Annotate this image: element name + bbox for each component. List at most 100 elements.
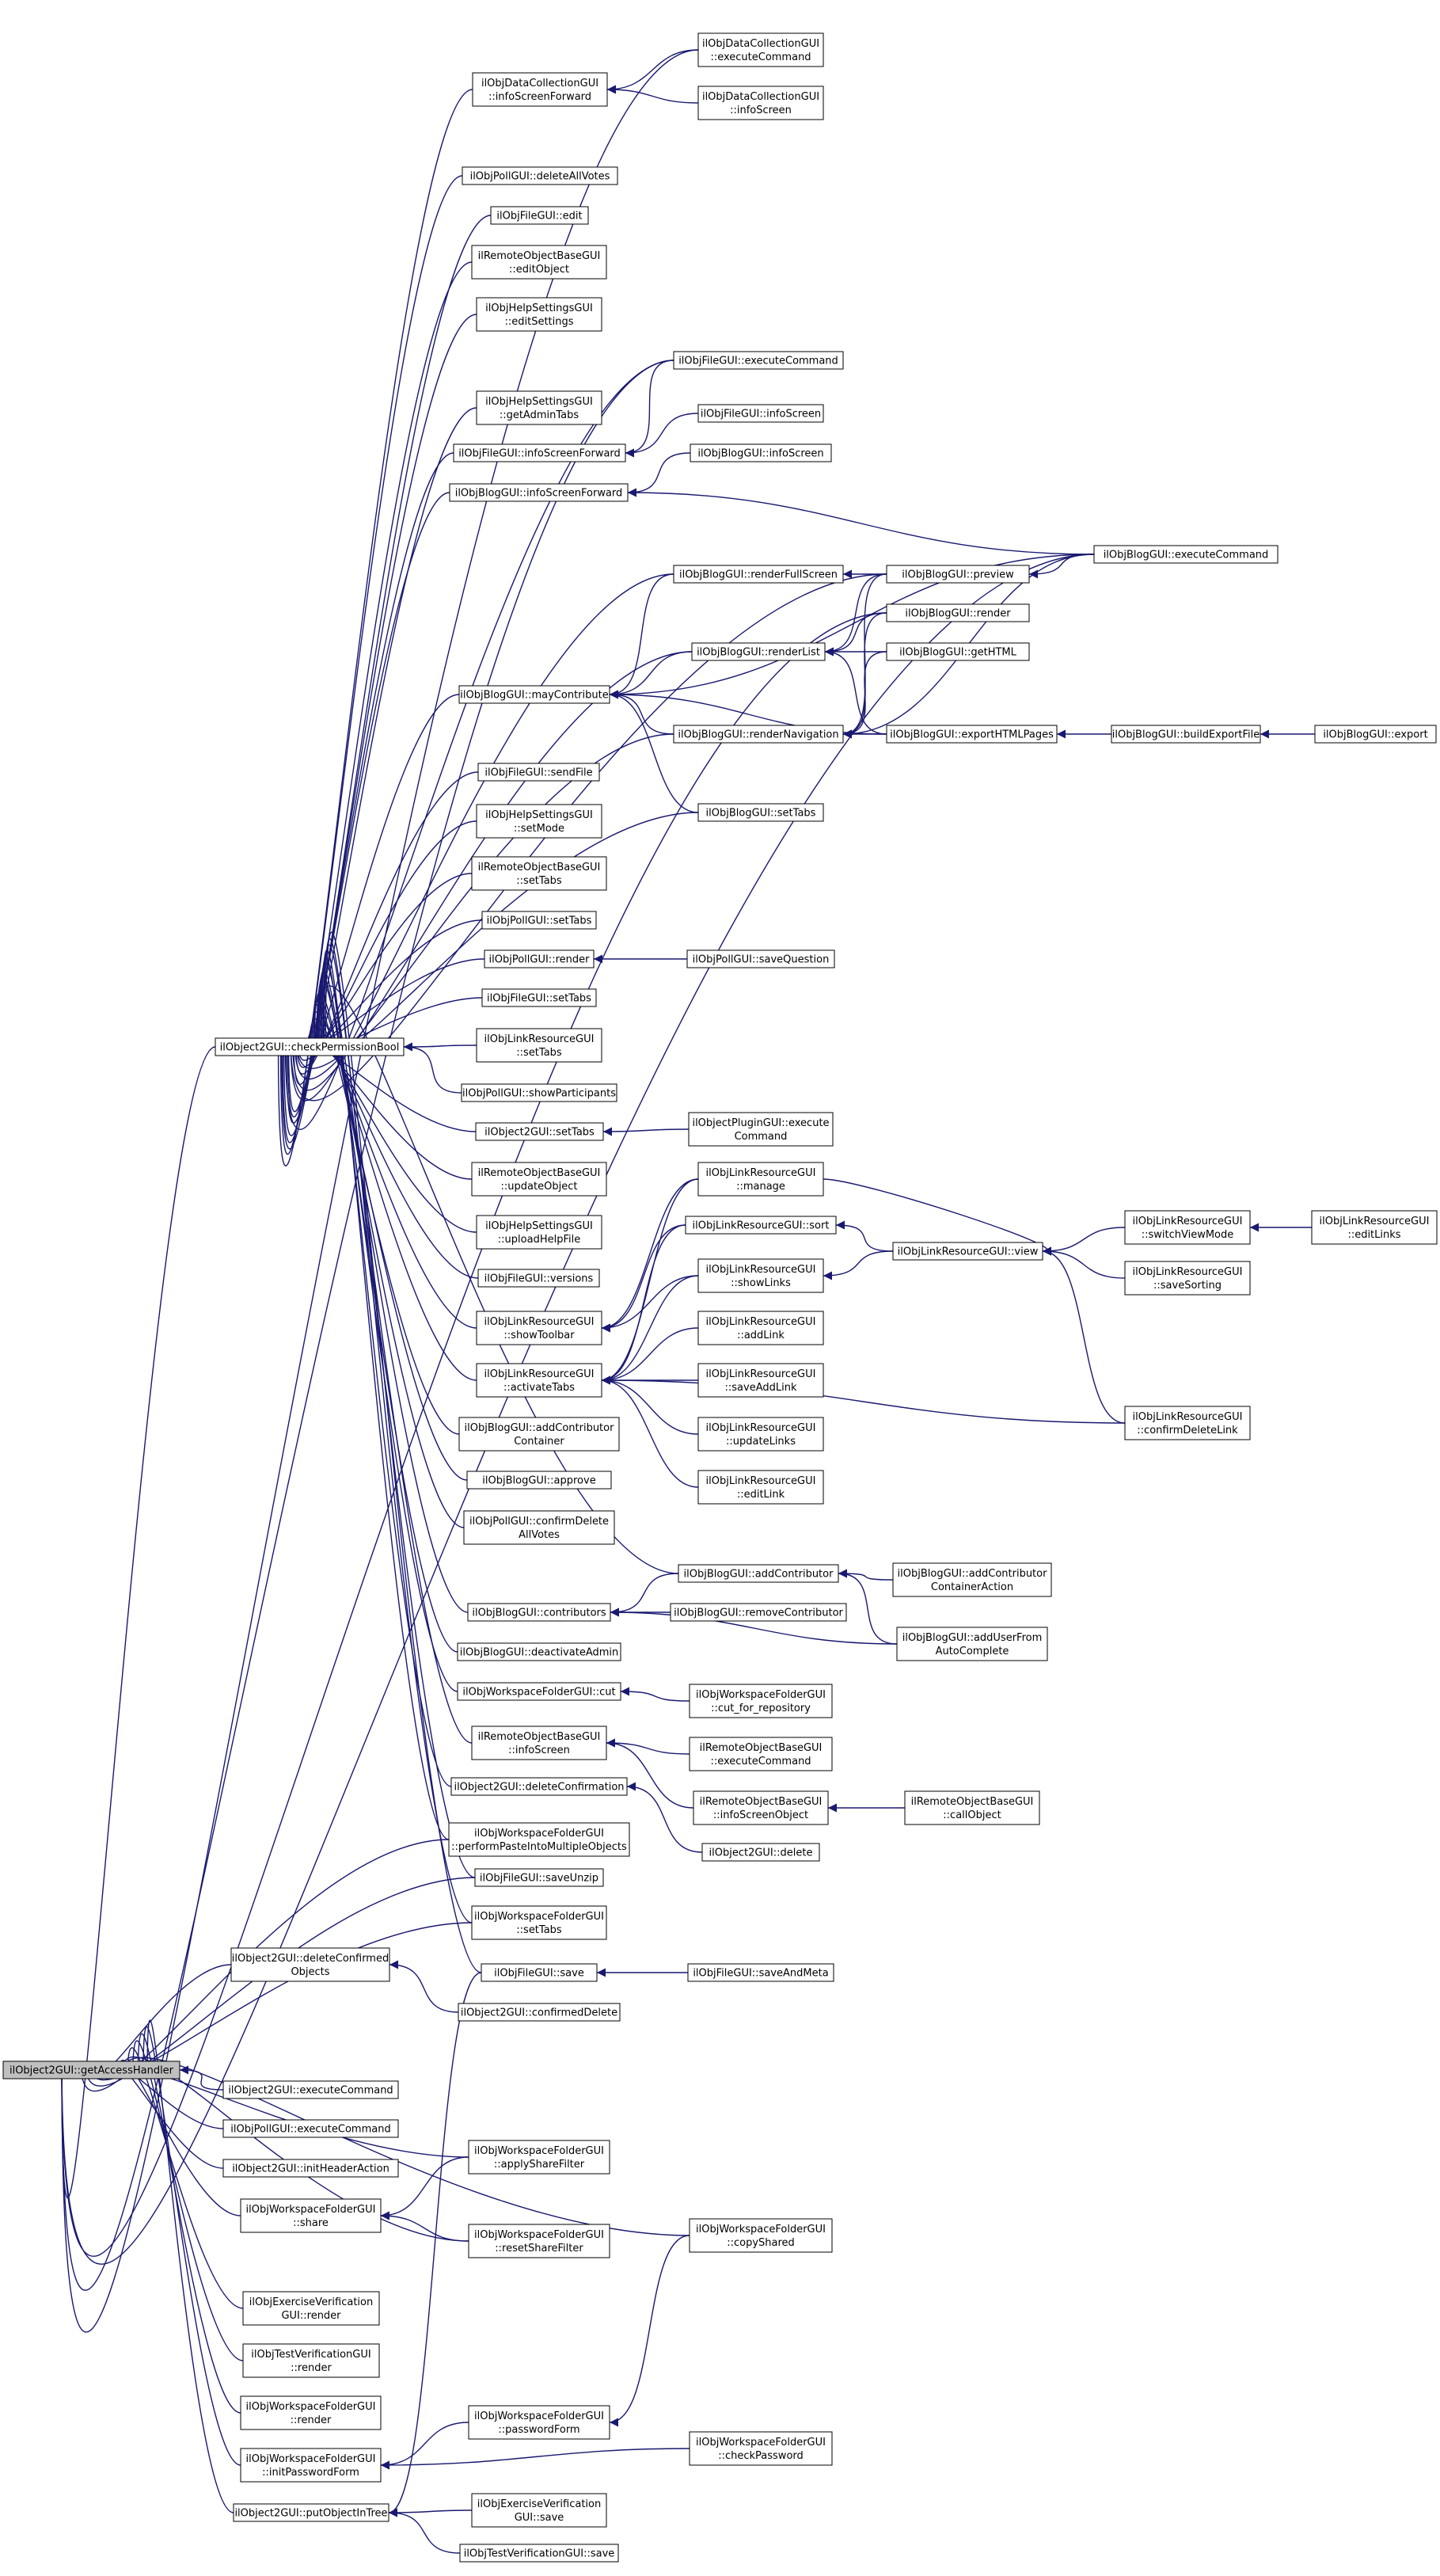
node-ilobjlinkresourcegui-activatetabs[interactable]: ilObjLinkResourceGUI::activateTabs	[476, 1363, 602, 1398]
node-ilobjbloggui-approve[interactable]: ilObjBlogGUI::approve	[466, 1471, 612, 1490]
node-ilremoteobjectbasegui-settabs[interactable]: ilRemoteObjectBaseGUI::setTabs	[471, 856, 607, 891]
node-ilobjbloggui-gethtml[interactable]: ilObjBlogGUI::getHTML	[886, 642, 1030, 661]
node-ilobjworkspacefoldergui-applysharefilter[interactable]: ilObjWorkspaceFolderGUI::applyShareFilte…	[468, 2140, 610, 2175]
node-ilobjworkspacefoldergui-initpasswordform[interactable]: ilObjWorkspaceFolderGUI::initPasswordFor…	[240, 2448, 382, 2483]
node-ilobjfilegui-save[interactable]: ilObjFileGUI::save	[481, 1963, 598, 1982]
node-ilobjbloggui-infoscreen[interactable]: ilObjBlogGUI::infoScreen	[690, 443, 832, 462]
node-ilobject2gui-confirmeddelete[interactable]: ilObject2GUI::confirmedDelete	[458, 2003, 621, 2022]
node-ilobject2gui-deleteconfirmation[interactable]: ilObject2GUI::deleteConfirmation	[450, 1777, 628, 1796]
node-ilobjlinkresourcegui-savesorting[interactable]: ilObjLinkResourceGUI::saveSorting	[1124, 1261, 1251, 1296]
node-ilobjlinkresourcegui-editlink[interactable]: ilObjLinkResourceGUI::editLink	[697, 1470, 824, 1505]
node-ilobjworkspacefoldergui-passwordform[interactable]: ilObjWorkspaceFolderGUI::passwordForm	[468, 2405, 610, 2440]
node-ilobject2gui-initheaderaction[interactable]: ilObject2GUI::initHeaderAction	[222, 2159, 399, 2178]
node-ilobjfilegui-infoscreen[interactable]: ilObjFileGUI::infoScreen	[697, 404, 824, 423]
node-ilobjlinkresourcegui-sort[interactable]: ilObjLinkResourceGUI::sort	[685, 1216, 837, 1235]
node-ilobjlinkresourcegui-confirmdeletelink[interactable]: ilObjLinkResourceGUI::confirmDeleteLink	[1124, 1406, 1251, 1440]
node-ilobjbloggui-addcontributorcontaineraction[interactable]: ilObjBlogGUI::addContributorContainerAct…	[892, 1562, 1052, 1597]
node-ilobjhelpsettingsgui-setmode[interactable]: ilObjHelpSettingsGUI::setMode	[476, 804, 602, 839]
node-ilobjfilegui-edit[interactable]: ilObjFileGUI::edit	[490, 206, 589, 225]
edge-wfShare-to-root	[113, 2060, 241, 2216]
node-ilremoteobjectbasegui-editobject[interactable]: ilRemoteObjectBaseGUI::editObject	[471, 245, 607, 280]
node-ilobjfilegui-infoscreenforward[interactable]: ilObjFileGUI::infoScreenForward	[453, 443, 626, 462]
node-ilremoteobjectbasegui-callobject[interactable]: ilRemoteObjectBaseGUI::callObject	[904, 1790, 1040, 1825]
node-ilobjworkspacefoldergui-cut-for-repository[interactable]: ilObjWorkspaceFolderGUI::cut_for_reposit…	[689, 1684, 833, 1718]
node-ilobjlinkresourcegui-showtoolbar[interactable]: ilObjLinkResourceGUI::showToolbar	[476, 1311, 602, 1345]
node-ilobjbloggui-deactivateadmin[interactable]: ilObjBlogGUI::deactivateAdmin	[457, 1642, 621, 1661]
node-ilobjfilegui-executecommand[interactable]: ilObjFileGUI::executeCommand	[673, 351, 844, 370]
node-ilobjbloggui-render[interactable]: ilObjBlogGUI::render	[886, 603, 1030, 622]
node-ilobjfilegui-settabs[interactable]: ilObjFileGUI::setTabs	[481, 988, 597, 1007]
node-ilobjhelpsettingsgui-editsettings[interactable]: ilObjHelpSettingsGUI::editSettings	[476, 297, 602, 332]
node-ilobjfilegui-versions[interactable]: ilObjFileGUI::versions	[477, 1269, 600, 1288]
node-ilremoteobjectbasegui-infoscreen[interactable]: ilRemoteObjectBaseGUI::infoScreen	[471, 1726, 607, 1760]
node-box	[471, 1905, 607, 1940]
node-ilobjbloggui-buildexportfile[interactable]: ilObjBlogGUI::buildExportFile	[1111, 725, 1261, 744]
node-ilobjbloggui-renderlist[interactable]: ilObjBlogGUI::renderList	[691, 642, 826, 661]
node-ilobjfilegui-saveandmeta[interactable]: ilObjFileGUI::saveAndMeta	[687, 1963, 834, 1982]
node-ilobjbloggui-settabs[interactable]: ilObjBlogGUI::setTabs	[697, 803, 824, 822]
node-ilremoteobjectbasegui-updateobject[interactable]: ilRemoteObjectBaseGUI::updateObject	[471, 1162, 607, 1197]
node-ilobjpollgui-showparticipants[interactable]: ilObjPollGUI::showParticipants	[461, 1083, 617, 1102]
node-ilobjworkspacefoldergui-copyshared[interactable]: ilObjWorkspaceFolderGUI::copyShared	[689, 2218, 833, 2253]
node-box	[701, 1843, 820, 1862]
node-ilobjfilegui-sendfile[interactable]: ilObjFileGUI::sendFile	[477, 763, 600, 782]
node-ilobjlinkresourcegui-settabs[interactable]: ilObjLinkResourceGUI::setTabs	[476, 1028, 602, 1063]
node-ilobjworkspacefoldergui-share[interactable]: ilObjWorkspaceFolderGUI::share	[240, 2198, 382, 2233]
node-ilobjlinkresourcegui-showlinks[interactable]: ilObjLinkResourceGUI::showLinks	[697, 1258, 824, 1293]
node-box	[453, 443, 626, 462]
node-ilobjtestverificationgui-save[interactable]: ilObjTestVerificationGUI::save	[459, 2544, 619, 2563]
node-ilobjlinkresourcegui-editlinks[interactable]: ilObjLinkResourceGUI::editLinks	[1311, 1210, 1438, 1245]
node-ilobject2gui-getaccesshandler[interactable]: ilObject2GUI::getAccessHandler	[2, 2060, 180, 2079]
node-ilobjpollgui-settabs[interactable]: ilObjPollGUI::setTabs	[481, 911, 597, 930]
node-ilobjectplugingui-executecommand[interactable]: ilObjectPluginGUI::executeCommand	[688, 1112, 834, 1147]
node-ilobjworkspacefoldergui-render[interactable]: ilObjWorkspaceFolderGUI::render	[240, 2395, 382, 2430]
node-ilobjbloggui-rendernavigation[interactable]: ilObjBlogGUI::renderNavigation	[673, 725, 844, 744]
node-ilobjworkspacefoldergui-cut[interactable]: ilObjWorkspaceFolderGUI::cut	[457, 1682, 621, 1701]
node-ilobjlinkresourcegui-updatelinks[interactable]: ilObjLinkResourceGUI::updateLinks	[697, 1417, 824, 1452]
node-ilobject2gui-executecommand[interactable]: ilObject2GUI::executeCommand	[222, 2080, 399, 2099]
node-label: ilObjHelpSettingsGUI	[485, 396, 593, 408]
node-ilobjbloggui-removecontributor[interactable]: ilObjBlogGUI::removeContributor	[670, 1603, 847, 1622]
node-ilobjdatacollectiongui-executecommand[interactable]: ilObjDataCollectionGUI::executeCommand	[697, 32, 824, 67]
node-ilobjpollgui-executecommand[interactable]: ilObjPollGUI::executeCommand	[222, 2119, 399, 2138]
node-ilobjfilegui-saveunzip[interactable]: ilObjFileGUI::saveUnzip	[474, 1868, 604, 1887]
node-ilobjpollgui-deleteallvotes[interactable]: ilObjPollGUI::deleteAllVotes	[462, 166, 618, 185]
node-ilobjbloggui-contributors[interactable]: ilObjBlogGUI::contributors	[467, 1603, 611, 1622]
node-ilobjpollgui-savequestion[interactable]: ilObjPollGUI::saveQuestion	[686, 949, 835, 968]
node-ilobjbloggui-renderfullscreen[interactable]: ilObjBlogGUI::renderFullScreen	[673, 565, 844, 584]
node-ilobjhelpsettingsgui-uploadhelpfile[interactable]: ilObjHelpSettingsGUI::uploadHelpFile	[476, 1215, 602, 1250]
node-ilobjdatacollectiongui-infoscreenforward[interactable]: ilObjDataCollectionGUI::infoScreenForwar…	[472, 72, 608, 107]
node-ilobject2gui-delete[interactable]: ilObject2GUI::delete	[701, 1843, 820, 1862]
node-ilobjworkspacefoldergui-settabs[interactable]: ilObjWorkspaceFolderGUI::setTabs	[471, 1905, 607, 1940]
node-ilremoteobjectbasegui-infoscreenobject[interactable]: ilRemoteObjectBaseGUI::infoScreenObject	[693, 1790, 829, 1825]
node-ilobjbloggui-export[interactable]: ilObjBlogGUI::export	[1314, 725, 1437, 744]
node-ilremoteobjectbasegui-executecommand[interactable]: ilRemoteObjectBaseGUI::executeCommand	[689, 1737, 833, 1771]
node-ilobjlinkresourcegui-manage[interactable]: ilObjLinkResourceGUI::manage	[697, 1162, 824, 1197]
node-ilobjlinkresourcegui-addlink[interactable]: ilObjLinkResourceGUI::addLink	[697, 1311, 824, 1345]
node-ilobjbloggui-executecommand[interactable]: ilObjBlogGUI::executeCommand	[1093, 545, 1279, 564]
node-ilobject2gui-putobjectintree[interactable]: ilObject2GUI::putObjectInTree	[233, 2503, 389, 2522]
node-ilobjlinkresourcegui-switchviewmode[interactable]: ilObjLinkResourceGUI::switchViewMode	[1124, 1210, 1251, 1245]
node-ilobjbloggui-maycontribute[interactable]: ilObjBlogGUI::mayContribute	[458, 685, 610, 704]
node-ilobjlinkresourcegui-saveaddlink[interactable]: ilObjLinkResourceGUI::saveAddLink	[697, 1363, 824, 1398]
node-ilobjhelpsettingsgui-getadmintabs[interactable]: ilObjHelpSettingsGUI::getAdminTabs	[476, 390, 602, 425]
node-ilobject2gui-checkpermissionbool[interactable]: ilObject2GUI::checkPermissionBool	[215, 1037, 405, 1056]
node-ilobjbloggui-addcontributor[interactable]: ilObjBlogGUI::addContributor	[678, 1564, 839, 1583]
node-ilobjpollgui-render[interactable]: ilObjPollGUI::render	[484, 949, 595, 968]
node-ilobjdatacollectiongui-infoscreen[interactable]: ilObjDataCollectionGUI::infoScreen	[697, 86, 824, 120]
node-ilobjworkspacefoldergui-checkpassword[interactable]: ilObjWorkspaceFolderGUI::checkPassword	[689, 2431, 833, 2466]
node-ilobjlinkresourcegui-view[interactable]: ilObjLinkResourceGUI::view	[892, 1242, 1043, 1261]
node-ilobjtestverificationgui-render[interactable]: ilObjTestVerificationGUI::render	[242, 2343, 380, 2378]
node-ilobjbloggui-preview[interactable]: ilObjBlogGUI::preview	[886, 565, 1030, 584]
node-ilobjbloggui-exporthtmlpages[interactable]: ilObjBlogGUI::exportHTMLPages	[886, 725, 1058, 744]
node-ilobjworkspacefoldergui-performpasteintomultipleobjects[interactable]: ilObjWorkspaceFolderGUI::performPasteInt…	[448, 1822, 630, 1857]
node-ilobjbloggui-infoscreenforward[interactable]: ilObjBlogGUI::infoScreenForward	[449, 483, 629, 502]
node-ilobjworkspacefoldergui-resetsharefilter[interactable]: ilObjWorkspaceFolderGUI::resetShareFilte…	[468, 2224, 610, 2258]
node-ilobject2gui-settabs[interactable]: ilObject2GUI::setTabs	[475, 1122, 604, 1141]
